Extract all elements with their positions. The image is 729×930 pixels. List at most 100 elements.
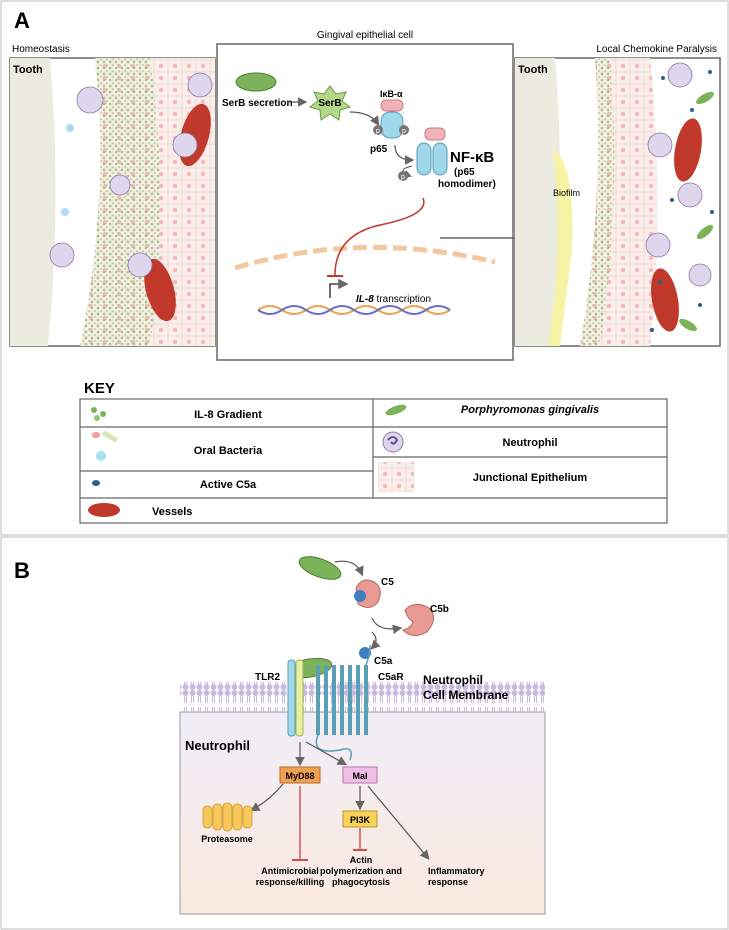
key-vessels: Vessels <box>88 503 192 518</box>
key-vessels-label: Vessels <box>152 506 192 518</box>
homeostasis-panel: Tooth <box>9 57 216 347</box>
serb-star-icon <box>308 85 352 121</box>
key-neutrophil: Neutrophil <box>382 431 558 453</box>
nfkb-sub2: homodimer) <box>438 179 496 190</box>
il8-transcription-label: IL-8 transcription <box>356 294 431 305</box>
pi3k-box <box>342 810 378 828</box>
actin-label-1: Actin <box>350 855 373 865</box>
key-il8: IL-8 Gradient <box>91 407 262 421</box>
inflammatory-label-2: response <box>428 877 468 887</box>
nuclear-envelope <box>234 244 496 271</box>
biofilm-shape <box>548 150 573 346</box>
c5a-label: C5a <box>374 656 393 667</box>
key-junctional-label: Junctional Epithelium <box>473 472 588 484</box>
tlr2-label: TLR2 <box>255 672 280 683</box>
porphyromonas-icon <box>679 318 697 332</box>
c5-label: C5 <box>381 577 394 588</box>
key-c5a: Active C5a <box>92 479 257 491</box>
neutrophil-icon <box>187 72 213 98</box>
myd88-label: MyD88 <box>285 771 314 781</box>
phospho-label: p <box>376 128 380 135</box>
panel-a-frame <box>0 0 729 536</box>
paralysis-panel: Tooth Biofilm <box>514 57 721 347</box>
c5a-dot <box>690 108 694 112</box>
biofilm-label: Biofilm <box>553 188 580 198</box>
homeostasis-title: Homeostasis <box>12 44 70 55</box>
transcription-arrow <box>329 278 349 298</box>
ikb-icon <box>380 99 404 112</box>
p65-icon <box>380 111 404 139</box>
antimicrobial-label-2: response/killing <box>256 877 325 887</box>
key-porphyromonas: Porphyromonas gingivalis <box>385 404 599 416</box>
vessel-icon <box>144 258 176 322</box>
phospho-label: p <box>402 128 406 135</box>
neutrophil-icon <box>127 252 153 278</box>
cell-membrane <box>180 682 545 712</box>
neutrophil-icon <box>49 242 75 268</box>
p65-label: p65 <box>370 144 388 155</box>
c5a-icon <box>359 647 371 659</box>
panel-b-label: B <box>14 558 30 583</box>
proteasome-icon <box>202 802 253 832</box>
porphyromonas-icon <box>696 224 714 240</box>
tooth-left <box>10 58 56 346</box>
neutrophil-icon <box>109 174 131 196</box>
neutrophil-icon <box>677 182 703 208</box>
nfkb-label: NF-κB <box>450 149 494 166</box>
c5a-dot <box>710 210 714 214</box>
key-oral-bacteria: Oral Bacteria <box>92 430 263 461</box>
phospho-icon <box>398 171 408 181</box>
ikb-released-icon <box>424 127 446 141</box>
p65-dimer-icon <box>416 142 432 176</box>
paralysis-title: Local Chemokine Paralysis <box>596 44 717 55</box>
myd88-box <box>279 766 321 784</box>
il8-gradient-right <box>580 58 615 346</box>
neutrophil-icon <box>76 86 104 114</box>
inflammatory-label-1: Inflammatory <box>428 866 485 876</box>
phospho-icon <box>373 125 383 135</box>
neutrophil-icon <box>667 62 693 88</box>
c5b-label: C5b <box>430 604 449 615</box>
ikb-label: IκB-α <box>380 89 403 99</box>
serb-label: SerB <box>318 98 341 109</box>
nfkb-sub1: (p65 <box>454 167 475 178</box>
key-oral-bacteria-label: Oral Bacteria <box>194 445 263 457</box>
c5a-dot <box>650 328 654 332</box>
c5a-dot <box>698 303 702 307</box>
porphyromonas-icon <box>696 91 714 105</box>
neutrophil-label: Neutrophil <box>185 738 250 753</box>
antimicrobial-label-1: Antimicrobial <box>261 866 319 876</box>
vessel-icon <box>674 118 702 182</box>
neutrophil-icon <box>647 132 673 158</box>
membrane-label-2: Cell Membrane <box>423 688 509 702</box>
panel-b-frame <box>0 536 729 930</box>
p65-dimer-icon <box>432 142 448 176</box>
c5a-dot <box>670 198 674 202</box>
tooth-right <box>515 58 560 346</box>
oral-bacteria-icon <box>61 208 69 216</box>
phospho-label: p <box>401 174 405 181</box>
mal-box <box>342 766 378 784</box>
c5a-dot <box>708 70 712 74</box>
membrane-label-1: Neutrophil <box>423 673 483 687</box>
c5b-icon <box>402 604 434 636</box>
actin-label-2: polymerization and <box>320 866 402 876</box>
phospho-icon <box>399 125 409 135</box>
tooth-left-label: Tooth <box>13 64 43 76</box>
dna-helix <box>257 305 451 315</box>
c5a-dot <box>658 280 662 284</box>
neutrophil-icon <box>645 232 671 258</box>
oral-bacteria-icon <box>66 124 74 132</box>
key-neutrophil-label: Neutrophil <box>503 437 558 449</box>
panel-a-label: A <box>14 8 30 33</box>
key-table <box>79 398 668 524</box>
c5-c5a-icon <box>354 590 366 602</box>
serb-secretion-label: SerB secretion <box>222 98 293 109</box>
key-junctional: Junctional Epithelium <box>378 462 587 492</box>
mal-label: Mal <box>352 771 367 781</box>
neutrophil-icon <box>688 263 712 287</box>
pi3k-label: PI3K <box>350 815 371 825</box>
vessel-icon <box>651 268 679 332</box>
c5ar-receptor <box>315 644 371 761</box>
gingival-cell-panel: SerB secretion SerB IκB-α p p p65 p NF-κ… <box>216 43 514 361</box>
